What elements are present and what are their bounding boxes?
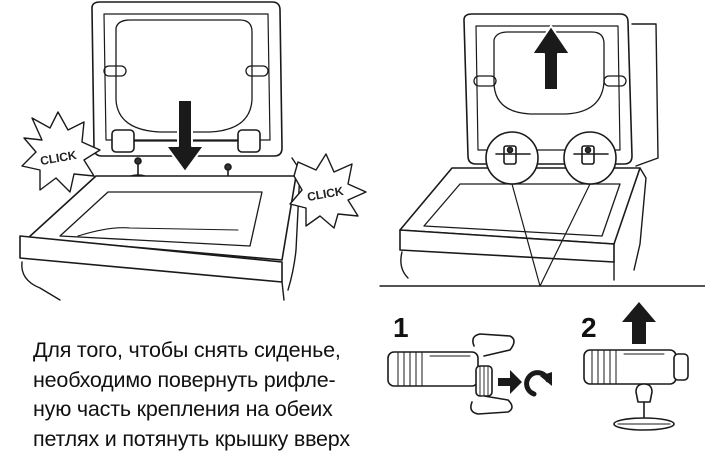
instruction-line: ную часть крепления на обеих	[33, 397, 333, 421]
finger-bottom	[470, 395, 513, 415]
hinge-bolt	[635, 383, 653, 403]
arrow-up-icon	[622, 302, 656, 344]
arrow-down-icon	[165, 99, 205, 173]
toilet-remove-illustration	[399, 13, 659, 287]
rotate-icon	[524, 370, 552, 397]
instruction-text: Для того, чтобы снять сиденье, необходим…	[33, 336, 383, 454]
step-2-label: 2	[581, 312, 597, 343]
arrow-right-icon	[498, 370, 522, 394]
toilet-install-illustration: CLICK CLICK	[19, 1, 367, 301]
instruction-line: необходимо повернуть рифле-	[33, 367, 336, 392]
click-burst-right: CLICK	[289, 153, 367, 229]
step2-illustration	[583, 302, 689, 431]
click-burst-left: CLICK	[21, 111, 101, 193]
click-label: CLICK	[306, 184, 345, 204]
hinge-detail-circle	[485, 131, 539, 185]
instruction-line: Для того, чтобы снять сиденье,	[33, 338, 341, 362]
arrow-up-icon	[531, 25, 571, 91]
finger-top	[472, 333, 515, 357]
click-label: CLICK	[39, 148, 78, 168]
toilet-lid	[91, 1, 283, 157]
step-1-label: 1	[393, 312, 409, 343]
step1-illustration	[387, 333, 552, 415]
hinge-detail-circle	[563, 131, 617, 185]
instruction-line: петлях и потянуть крышку вверх	[33, 426, 350, 451]
